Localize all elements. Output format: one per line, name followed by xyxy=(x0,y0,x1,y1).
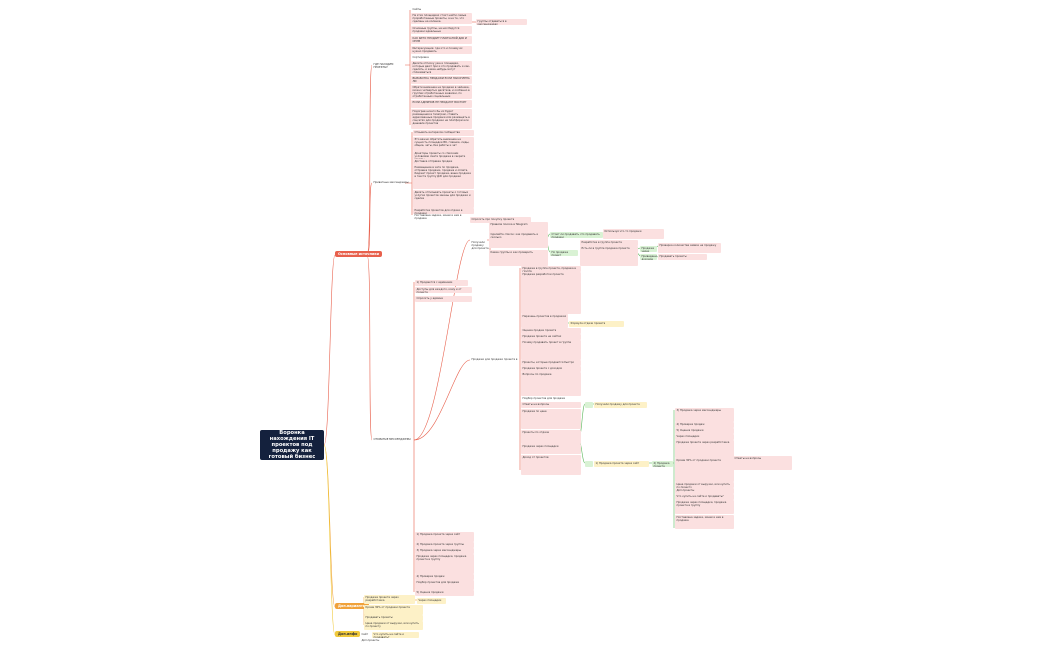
node-d7: Ответы на вопросы xyxy=(521,402,581,408)
node-priv[interactable]: Приватные мессенджеры xyxy=(373,181,409,184)
node-s1: Правила поиска в Telegram xyxy=(489,222,548,232)
node-p2: Это важно обратить внимание на сущность … xyxy=(413,137,474,151)
node-info1: Сайт xyxy=(361,633,369,636)
node-e6b: 5) Оценка продажи xyxy=(415,590,474,596)
node-o1: 1) Продаются с админами xyxy=(415,280,468,286)
node-e2b: 2) Продажа проекта через группы xyxy=(415,542,474,548)
node-r2: Продажа разработки проекта xyxy=(521,272,581,314)
node-p5: Размещение в чате по продаже, отправка п… xyxy=(413,165,474,189)
node-s3: Какие группы и как проверить xyxy=(489,250,548,266)
node-s4: Разработка в группе проекта xyxy=(580,240,638,246)
node-side1: Группы отдаваться в мессенджерах xyxy=(476,19,527,25)
node-d8: Продажа по цене xyxy=(521,409,581,429)
node-p6: Делать отписывать проекты о готовых услу… xyxy=(413,190,474,208)
node-p8: Поставлена задача, зачем и кем в продаже xyxy=(414,214,462,221)
node-top8: Делите отписку уже и площадки, которые д… xyxy=(411,61,472,75)
root-to-main-line xyxy=(323,254,336,446)
node-d4: Продажа проекта с доходом xyxy=(521,366,581,372)
node-r4: Формула отдачи проекта xyxy=(569,321,624,327)
branch-dop[interactable]: Доп.варианты xyxy=(335,603,369,609)
node-e3: 3) Продажа через мессенджеры xyxy=(675,408,734,422)
node-dop-c: Кроме 30% от продажи проекта xyxy=(364,605,423,615)
node-dop2: Продажа проекта через разработчика xyxy=(675,440,734,458)
node-a2: Продавать проекты xyxy=(658,254,707,260)
node-a1: Приведение доходов xyxy=(640,254,657,260)
node-p8b: Поставлена задача, зачем и кем в продаже xyxy=(675,515,734,529)
node-e6: 5) Оценка продажи xyxy=(675,428,734,434)
node-m-label: Получили продажу для проекта xyxy=(471,241,489,251)
node-g1: Стоит ли продавать что продавать продажи xyxy=(550,232,603,238)
node-s5: Есть ли в группе продажа проекта xyxy=(580,246,638,266)
node-d1: Продажа проекта на сайтах xyxy=(521,334,581,340)
node-e1b: 1) Продажа проекта через сайт xyxy=(415,532,474,542)
node-s2: Сделайте список: как продавать и сколько xyxy=(489,232,548,248)
node-e1: 1) Продажа проекта через сайт xyxy=(594,461,649,467)
node-top9: ВЫРАБОТКА ПРОДАЖИ ЕСЛИ НАКОПЛЕНА ЛИ xyxy=(411,76,472,84)
root-to-info-line xyxy=(323,444,336,636)
node-dop-e: Цена продажи от выручки, или купить по п… xyxy=(364,621,423,630)
node-ok-2 xyxy=(585,461,593,467)
node-e5: Продажа через площадки, продажа проекта … xyxy=(675,500,734,514)
node-info2b: Доп.проекты xyxy=(361,639,380,642)
node-top3: Основные группы, на них берутся продажи … xyxy=(411,26,472,34)
node-top11: ЕСЛИ АДМИНОВ НЕ ПРОДАЮТ ВОСТОРГ xyxy=(411,100,472,108)
node-d5: Вопросы по продаже xyxy=(521,372,581,396)
node-top12: Подогрев ничего бы их будет размещения в… xyxy=(411,109,472,129)
node-a3: Продажа через площадки xyxy=(521,444,581,454)
node-g3: Используя что-то продажи xyxy=(603,229,664,239)
node-d6: Подбор проектов для продажи xyxy=(522,397,566,400)
node-top7: Сортировка xyxy=(412,56,429,59)
node-m2: Продажи для продажи проекта в xyxy=(471,358,518,361)
node-e5b: Продажа через площадки, продажа проекта … xyxy=(415,554,474,574)
node-top2: На этих площадках стоит найти самые прор… xyxy=(411,13,472,24)
node-g2: По продаже проект xyxy=(550,250,578,256)
root-node[interactable]: Воронка нахождения IT проектов под прода… xyxy=(260,430,324,460)
node-dop4: Цена продажи от выручки, или купить по п… xyxy=(675,482,734,488)
node-e2: 2) Продажа проекта через группы xyxy=(652,461,673,467)
node-p7: Разработка проектов для отдачи в продажи xyxy=(413,208,474,214)
node-d9: Проекты по отдаче xyxy=(521,430,581,444)
root-title: Воронка нахождения IT проектов под прода… xyxy=(268,429,316,461)
node-p4: Доставка отправка продаж xyxy=(413,159,474,165)
node-dop3: Кроме 30% от продажи проекта xyxy=(675,458,734,482)
node-pub[interactable]: ОТКРЫТЫЕ МЕССЕНДЖЕРЫ xyxy=(373,438,411,441)
node-p1: Отзывать интересов сообщества xyxy=(413,130,474,136)
node-d6b: Подбор проектов для продажи xyxy=(415,580,474,590)
node-d7b: Ответы на вопросы xyxy=(733,456,792,470)
node-a4: Доход от проектов xyxy=(521,455,581,475)
node-dop-d: Продавать проекты xyxy=(364,615,423,621)
node-d2: Почему продавать проект в группе xyxy=(521,340,581,360)
branch-info[interactable]: Доп.инфо xyxy=(335,631,361,637)
node-top5: КАК ЫЕГО ПРОДАЕТ ПЛАНЧАНОЙ ДАБ И СЕЛМ xyxy=(411,36,472,44)
node-d3: Проекты, которые продаются быстро xyxy=(521,360,581,366)
node-info3: Что купить на сайте и продавать? xyxy=(675,494,734,500)
node-e4b: 4) Проверка продаж xyxy=(415,574,474,580)
node-g4: Продажа через xyxy=(640,246,657,252)
node-o3: Спросить у админа xyxy=(415,296,472,302)
node-top10: Обрати внимание на продажи в чайнике, мо… xyxy=(411,85,472,99)
node-s6: Проверка количества заявок на продажу xyxy=(658,243,721,253)
node-r3: Перечень проектов в продажах xyxy=(521,314,568,328)
node-info2: Доп.проекты xyxy=(675,488,734,494)
node-r1: Продажа в группе проекта, продажа в груп… xyxy=(521,266,581,272)
node-o2: Доступы для каждого, кому и от проекта xyxy=(415,287,472,293)
node-dop-b: Через площадки xyxy=(417,598,446,604)
node-dop1: Через площадки xyxy=(675,434,734,440)
node-top1: Сайты xyxy=(412,8,422,11)
node-where[interactable]: ГДЕ НАХОДИМ ПРОЕКТЫ? xyxy=(373,63,394,70)
node-info3b: Что купить на сайте и продавать? xyxy=(372,632,419,638)
node-m1: Спросить про покупку проекта xyxy=(470,217,531,223)
node-g5: Получили продажу для проекта xyxy=(594,402,647,408)
node-e3b: 3) Продажа через мессенджеры xyxy=(415,548,474,554)
node-dop-a: Продажа проекта через разработчика xyxy=(364,595,415,604)
node-ok-1 xyxy=(585,402,593,408)
branch-main[interactable]: Основные источники xyxy=(335,251,383,257)
node-p3: Донаторы проекты со списками условиями с… xyxy=(413,151,474,159)
node-r5: Оценка продаж проекта xyxy=(521,328,581,334)
node-top6: Интересующие: где кто и почему их нужно … xyxy=(411,46,472,54)
node-e4: 4) Проверка продаж xyxy=(675,422,734,428)
